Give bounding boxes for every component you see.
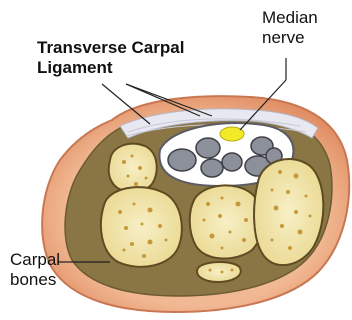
median-label-line2: nerve xyxy=(262,28,318,48)
carpal-bones-label: Carpal bones xyxy=(10,250,60,290)
tendon xyxy=(196,138,220,158)
tendon xyxy=(222,153,242,171)
carpal-bone-large-left xyxy=(101,187,182,267)
ligament-label-line1: Transverse Carpal xyxy=(37,38,184,58)
ligament-label-line2: Ligament xyxy=(37,58,184,78)
tendon xyxy=(201,159,223,177)
carpal-bone-bottom xyxy=(197,262,241,282)
tendon xyxy=(168,149,196,171)
median-label-line1: Median xyxy=(262,8,318,28)
carpal-bone-center xyxy=(190,185,263,258)
median-nerve-label: Median nerve xyxy=(262,8,318,48)
ligament-label: Transverse Carpal Ligament xyxy=(37,38,184,78)
bones-label-line2: bones xyxy=(10,270,60,290)
bones-label-line1: Carpal xyxy=(10,250,60,270)
carpal-bone-small-left xyxy=(109,144,157,192)
